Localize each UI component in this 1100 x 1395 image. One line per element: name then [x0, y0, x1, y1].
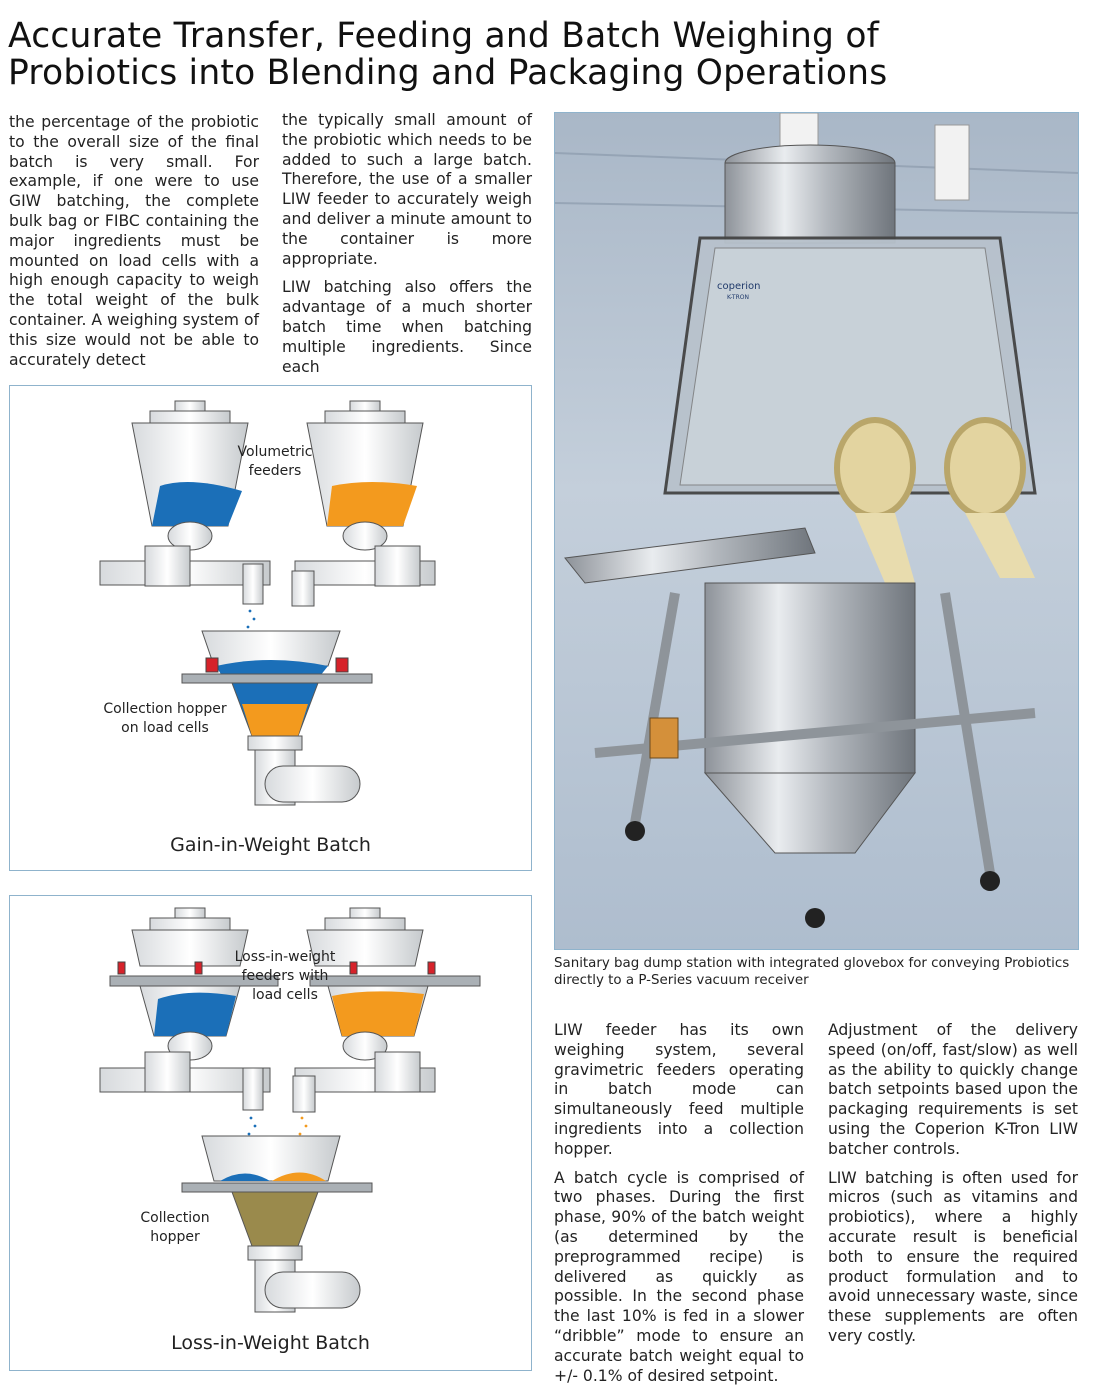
- label-line: feeders with: [241, 968, 329, 984]
- label-volumetric-feeders: Volumetric feeders: [215, 443, 335, 481]
- work-tray: [564, 527, 816, 584]
- load-cell-right: [335, 657, 349, 673]
- label-line: on load cells: [121, 720, 209, 736]
- figure-loss-in-weight: Loss-in-weight feeders with load cells C…: [9, 895, 532, 1371]
- load-cell-left: [205, 657, 219, 673]
- glove-port-left: [834, 417, 916, 519]
- photo-caption: Sanitary bag dump station with integrate…: [554, 956, 1070, 988]
- right-liw-feeder: [292, 907, 481, 1113]
- page-title: Accurate Transfer, Feeding and Batch Wei…: [8, 18, 1088, 92]
- right-volumetric-feeder: [291, 400, 436, 607]
- text-column-right-a: LIW feeder has its own weighing system, …: [554, 1021, 804, 1395]
- photo-bag-dump-station: coperion K-TRON: [554, 112, 1079, 950]
- label-line: Collection hopper: [103, 701, 227, 717]
- label-line: Loss-in-weight: [234, 949, 336, 965]
- label-line: Volumetric: [237, 444, 313, 460]
- liw-diagram: [99, 907, 481, 1313]
- label-liw-feeders: Loss-in-weight feeders with load cells: [220, 948, 350, 1005]
- text-column-left-top: the percentage of the probiotic to the o…: [9, 113, 259, 379]
- figure-gain-in-weight: Volumetric feeders Collection hopper on …: [9, 385, 532, 871]
- paragraph: A batch cycle is comprised of two phases…: [554, 1168, 804, 1385]
- label-collection-hopper: Collection hopper on load cells: [90, 700, 240, 738]
- label-liw-collection-hopper: Collection hopper: [120, 1209, 230, 1247]
- text-column-right-b: Adjustment of the delivery speed (on/off…: [828, 1021, 1078, 1356]
- figure-title-liw: Loss-in-Weight Batch: [171, 1332, 370, 1354]
- text-column-middle-top: the typically small amount of the probio…: [282, 111, 532, 386]
- left-volumetric-feeder: [99, 400, 271, 605]
- liw-collection-hopper: [181, 1135, 373, 1313]
- collection-hopper-on-load-cells: [181, 630, 373, 806]
- paragraph: LIW batching is often used for micros (s…: [828, 1168, 1078, 1345]
- title-line-2: Probiotics into Blending and Packaging O…: [8, 53, 888, 93]
- label-line: feeders: [248, 463, 302, 479]
- glove-port-right: [944, 417, 1026, 519]
- label-line: Collection: [140, 1210, 210, 1226]
- paragraph: Adjustment of the delivery speed (on/off…: [828, 1021, 1078, 1158]
- label-line: hopper: [150, 1229, 200, 1245]
- paragraph: the percentage of the probiotic to the o…: [9, 113, 259, 369]
- figure-title-giw: Gain-in-Weight Batch: [170, 834, 371, 856]
- title-line-1: Accurate Transfer, Feeding and Batch Wei…: [8, 16, 879, 56]
- photo-illustration: coperion K-TRON: [555, 113, 1078, 928]
- paragraph: LIW feeder has its own weighing system, …: [554, 1021, 804, 1158]
- label-line: load cells: [252, 987, 318, 1003]
- left-liw-feeder: [99, 907, 279, 1111]
- paragraph: LIW batching also offers the advantage o…: [282, 278, 532, 376]
- brand-coperion: coperion: [717, 281, 760, 292]
- brand-ktron: K-TRON: [727, 294, 749, 301]
- paragraph: the typically small amount of the probio…: [282, 111, 532, 268]
- giw-diagram: [99, 400, 436, 806]
